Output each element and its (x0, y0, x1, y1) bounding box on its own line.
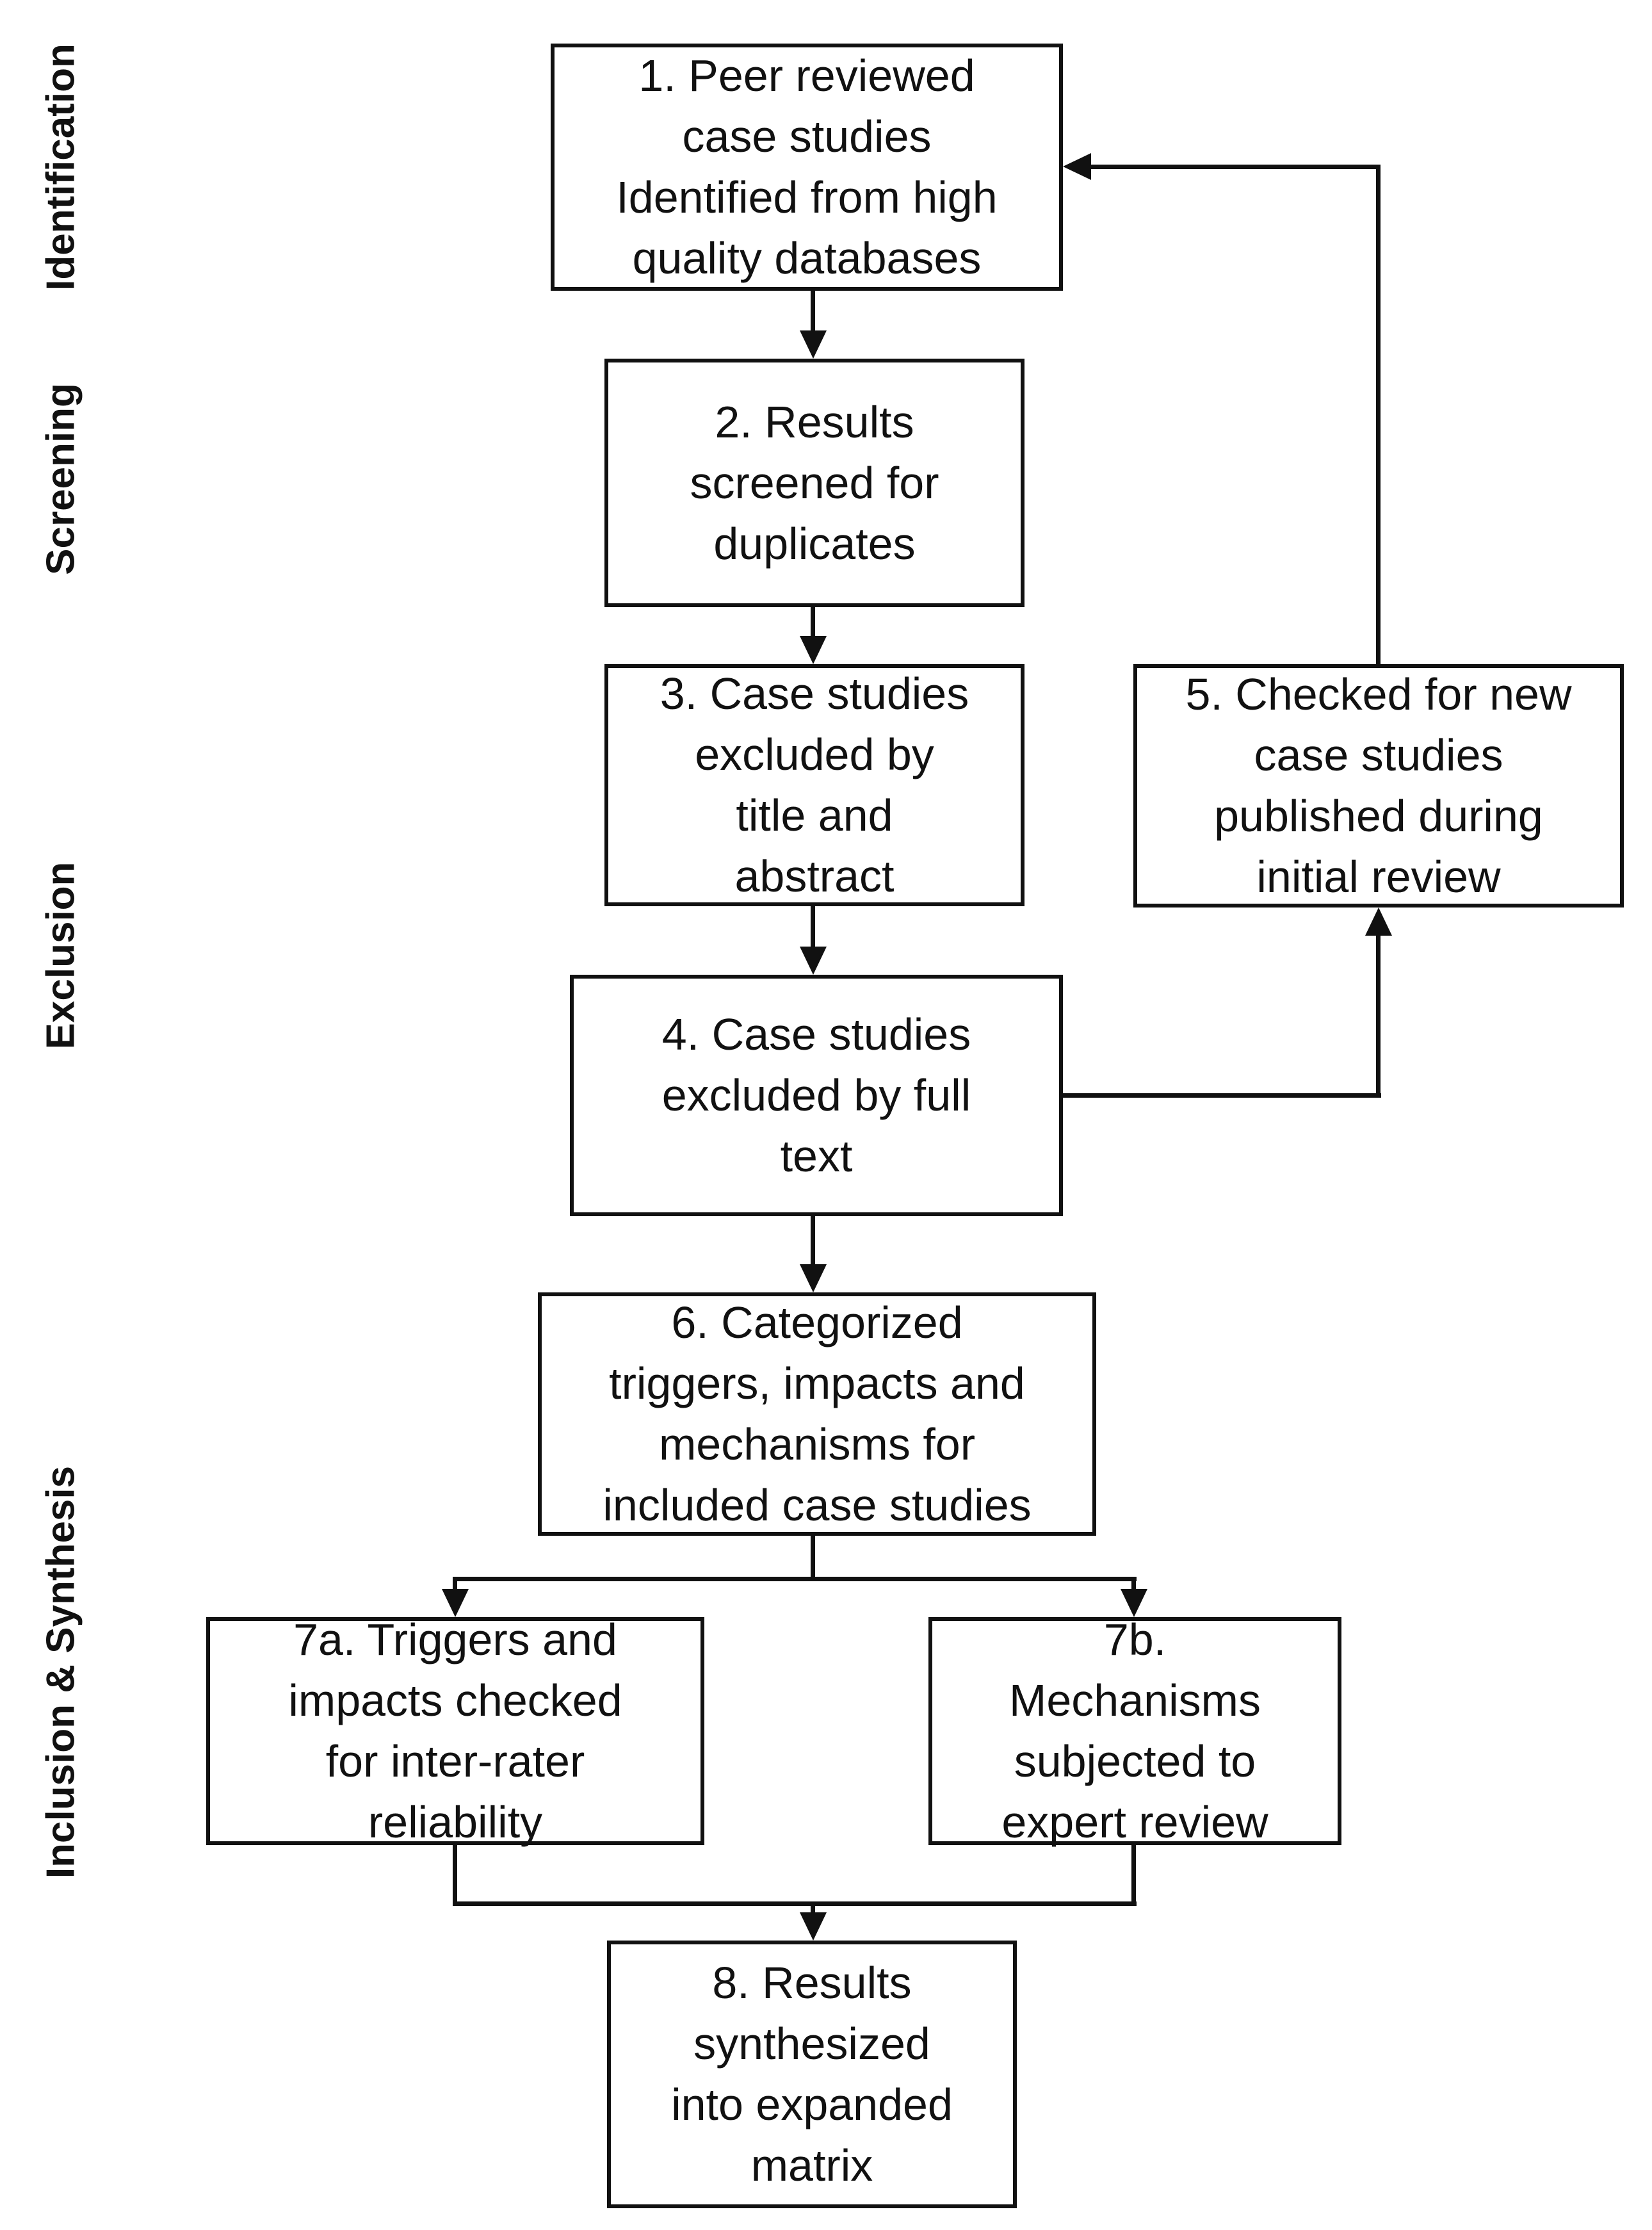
flow-box-6: 6. Categorized triggers, impacts and mec… (538, 1292, 1096, 1536)
arrowhead-box7a-top-icon (442, 1589, 469, 1617)
connector-box4-box5-vertical (1376, 932, 1381, 1097)
stage-label-screening: Screening (38, 383, 83, 575)
connector-box7b-join (1131, 1844, 1136, 1906)
split-line-box6 (453, 1577, 1137, 1581)
arrowhead-box7b-top-icon (1121, 1589, 1147, 1617)
flow-box-7a: 7a. Triggers and impacts checked for int… (206, 1615, 704, 1847)
flow-box-3-text: 3. Case studies excluded by title and ab… (660, 669, 969, 901)
connector-box5-box1-vertical (1376, 165, 1381, 666)
arrowhead-box3-top-icon (800, 636, 827, 664)
flow-box-7b-text: 7b. Mechanisms subjected to expert revie… (1001, 1615, 1268, 1847)
join-line-box8 (453, 1901, 1137, 1906)
flow-box-7b: 7b. Mechanisms subjected to expert revie… (928, 1615, 1341, 1847)
flow-box-1-text: 1. Peer reviewed case studies Identified… (616, 51, 998, 283)
flow-box-8-text: 8. Results synthesized into expanded mat… (671, 1958, 953, 2190)
arrowhead-box1-right-icon (1063, 153, 1091, 180)
arrowhead-box8-top-icon (800, 1912, 827, 1941)
connector-box7a-join (453, 1844, 457, 1906)
stage-label-exclusion: Exclusion (38, 861, 83, 1050)
stage-label-inclusion-synthesis: Inclusion & Synthesis (38, 1465, 83, 1879)
flow-box-4: 4. Case studies excluded by full text (570, 975, 1063, 1216)
connector-box2-box3 (811, 606, 815, 640)
arrowhead-box2-top-icon (800, 330, 827, 359)
connector-split-box7a (453, 1577, 457, 1592)
flow-box-6-text: 6. Categorized triggers, impacts and mec… (603, 1298, 1032, 1530)
flow-box-1: 1. Peer reviewed case studies Identified… (551, 44, 1063, 291)
connector-box5-box1-horizontal (1089, 165, 1381, 169)
connector-box1-box2 (811, 290, 815, 335)
stage-label-identification: Identification (38, 44, 83, 291)
arrowhead-box5-bottom-icon (1365, 907, 1392, 936)
connector-box3-box4 (811, 906, 815, 950)
flow-box-2-text: 2. Results screened for duplicates (690, 396, 939, 569)
flow-box-5: 5. Checked for new case studies publishe… (1133, 664, 1624, 907)
flow-box-2: 2. Results screened for duplicates (604, 359, 1024, 607)
flow-box-3: 3. Case studies excluded by title and ab… (604, 664, 1024, 906)
connector-split-box7b (1131, 1577, 1136, 1592)
connector-join-box8 (811, 1901, 815, 1916)
connector-box4-box6 (811, 1216, 815, 1268)
arrowhead-box4-top-icon (800, 947, 827, 975)
flow-box-5-text: 5. Checked for new case studies publishe… (1185, 669, 1572, 902)
arrowhead-box6-top-icon (800, 1264, 827, 1292)
connector-box6-split (811, 1535, 815, 1581)
flow-box-8: 8. Results synthesized into expanded mat… (607, 1941, 1017, 2208)
flow-box-7a-text: 7a. Triggers and impacts checked for int… (288, 1615, 622, 1847)
connector-box4-box5-horizontal (1063, 1093, 1381, 1098)
flow-box-4-text: 4. Case studies excluded by full text (661, 1009, 971, 1181)
